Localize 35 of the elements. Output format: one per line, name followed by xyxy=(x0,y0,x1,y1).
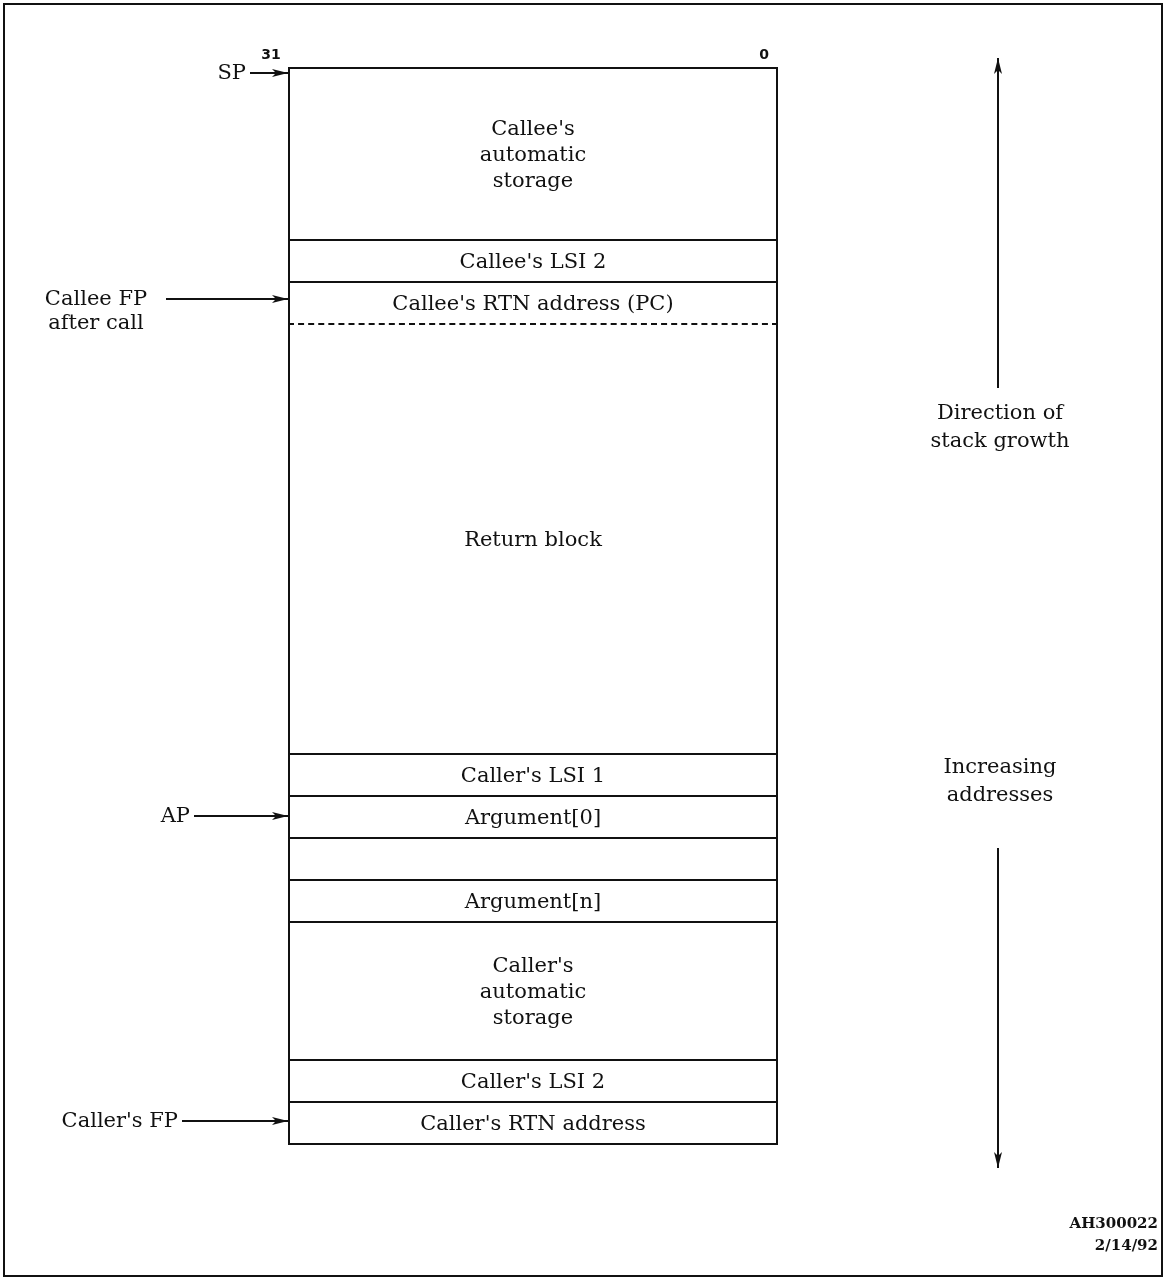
figure-id: AH300022 xyxy=(1068,1213,1158,1233)
annotation-text: Increasing addresses xyxy=(942,753,1058,808)
pointer-arrow xyxy=(193,812,289,820)
cell-text: Caller's RTN address xyxy=(420,1110,646,1136)
cell-text: Caller's LSI 2 xyxy=(460,1068,606,1094)
pointer-label: AP xyxy=(160,803,190,827)
cell-text: Callee's RTN address (PC) xyxy=(392,290,674,316)
pointer-label: Caller's FP xyxy=(61,1108,178,1132)
bit-number: 0 xyxy=(758,45,770,63)
pointer-arrow xyxy=(165,295,289,303)
stack-cell xyxy=(288,879,778,923)
empty-stack-cell xyxy=(288,837,778,881)
pointer-arrow xyxy=(181,1117,289,1125)
cell-text: Caller's LSI 1 xyxy=(460,762,606,788)
stack-cell xyxy=(288,921,778,1061)
stack-cell xyxy=(288,325,778,755)
cell-text: Argument[0] xyxy=(464,804,602,830)
stack-cell xyxy=(288,239,778,283)
pointer-arrow xyxy=(249,69,289,77)
cell-text: Return block xyxy=(464,526,602,552)
pointer-label: Callee FP after call xyxy=(43,286,149,334)
annotation-text: Direction of stack growth xyxy=(929,399,1071,454)
stack-cell xyxy=(288,1101,778,1145)
cell-text: Caller's automatic storage xyxy=(478,952,588,1030)
stack-cell xyxy=(288,67,778,241)
cell-text: Callee's automatic storage xyxy=(478,115,588,193)
stack-cell xyxy=(288,795,778,839)
pointer-label: SP xyxy=(217,60,246,84)
bit-number: 31 xyxy=(260,45,282,63)
stack-cell xyxy=(288,1059,778,1103)
cell-text: Callee's LSI 2 xyxy=(459,248,607,274)
figure-id: 2/14/92 xyxy=(1093,1235,1158,1255)
stack-cell xyxy=(288,753,778,797)
cell-text: Argument[n] xyxy=(464,888,602,914)
stack-cell xyxy=(288,281,778,325)
